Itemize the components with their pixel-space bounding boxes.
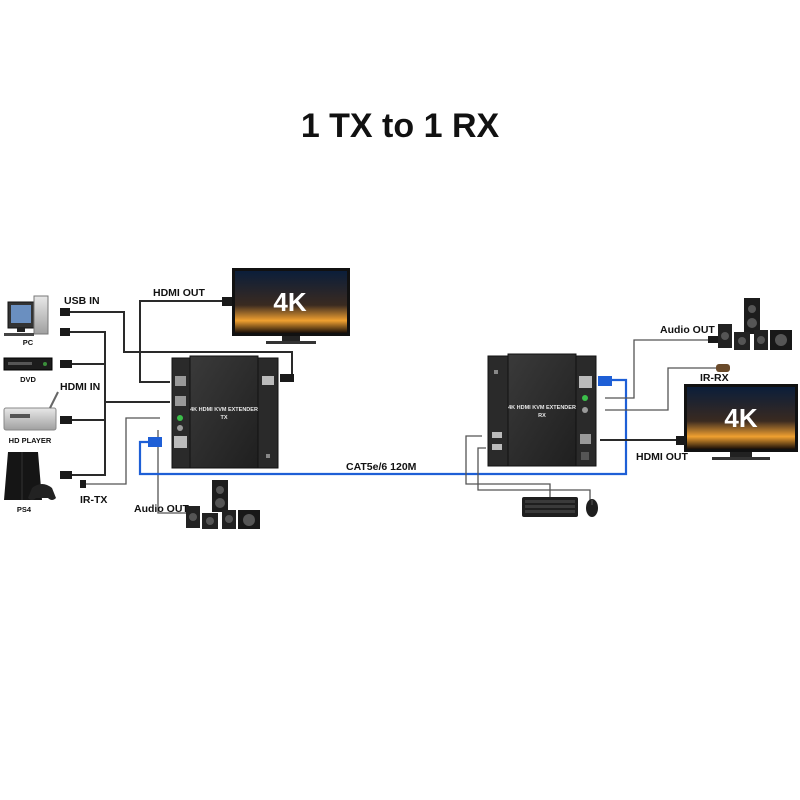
keyboard-icon bbox=[522, 497, 578, 517]
ps4-icon bbox=[4, 452, 56, 500]
tx-side-cables bbox=[70, 300, 294, 514]
rx-speaker-system-icon bbox=[718, 298, 792, 350]
tx-extender-unit: 4K HDMI KVM EXTENDER TX bbox=[171, 355, 279, 469]
ps4-label: PS4 bbox=[17, 505, 32, 514]
usb-in-label: USB IN bbox=[64, 295, 100, 307]
audio-out-rx-label: Audio OUT bbox=[660, 324, 715, 336]
mouse-icon bbox=[586, 499, 598, 517]
hdmi-out-tx-label: HDMI OUT bbox=[153, 287, 205, 299]
dvd-player-icon bbox=[3, 357, 53, 371]
cat-network-cable bbox=[138, 378, 628, 476]
tx-device-type: TX bbox=[220, 415, 227, 421]
hd-player-icon bbox=[3, 391, 59, 431]
source-hdmi-plugs bbox=[60, 308, 86, 488]
hdmi-in-label: HDMI IN bbox=[60, 381, 100, 393]
tx-monitor: 4K bbox=[222, 268, 350, 344]
tx-monitor-4k-text: 4K bbox=[273, 287, 306, 317]
rj45-plug-tx bbox=[148, 437, 162, 447]
rx-extender-unit: 4K HDMI KVM EXTENDER RX bbox=[487, 353, 597, 467]
rj45-plug-rx bbox=[598, 376, 612, 386]
rx-device-name: 4K HDMI KVM EXTENDER bbox=[508, 405, 576, 411]
hd-player-label: HD PLAYER bbox=[9, 436, 52, 445]
hdmi-out-rx-label: HDMI OUT bbox=[636, 451, 688, 463]
rx-tv: 4K bbox=[676, 384, 798, 460]
pc-label: PC bbox=[23, 338, 34, 347]
tx-speaker-system-icon bbox=[186, 480, 260, 529]
tx-device-name: 4K HDMI KVM EXTENDER bbox=[190, 407, 258, 413]
rx-tv-4k-text: 4K bbox=[724, 403, 757, 433]
dvd-label: DVD bbox=[20, 375, 36, 384]
ir-receiver-icon bbox=[716, 364, 730, 372]
cat-cable-label: CAT5e/6 120M bbox=[346, 461, 417, 473]
rx-side-cables bbox=[465, 336, 722, 500]
ir-rx-label: IR-RX bbox=[700, 372, 729, 384]
audio-out-tx-label: Audio OUT bbox=[134, 503, 189, 515]
ir-tx-label: IR-TX bbox=[80, 494, 107, 506]
rx-device-type: RX bbox=[538, 413, 546, 419]
diagram-title: 1 TX to 1 RX bbox=[301, 107, 500, 145]
pc-icon bbox=[4, 295, 49, 336]
